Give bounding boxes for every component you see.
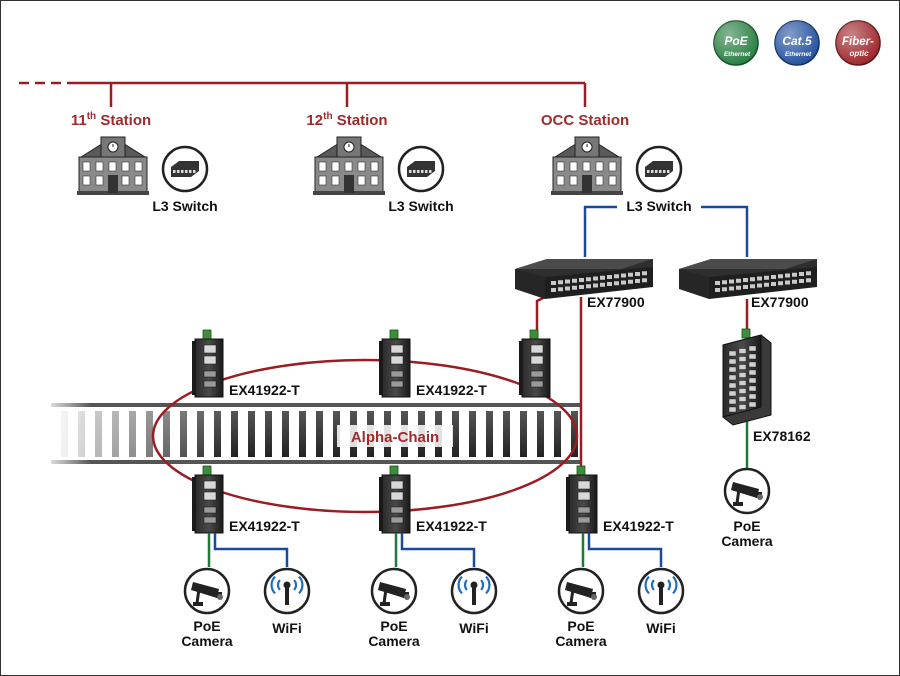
node-label: EX41922-T <box>416 518 487 534</box>
camera-icon <box>731 482 763 506</box>
l3-switch-icon <box>397 145 445 193</box>
camera-label-line1: PoE <box>193 618 220 634</box>
stations-layer: 11th Station L3 Switch 12th Station L3 Swit… <box>71 111 692 214</box>
station-building-icon <box>77 136 149 195</box>
badge-poe-line1: PoE <box>724 34 748 48</box>
station-label: 11th Station <box>71 111 151 129</box>
wifi-label: WiFi <box>459 620 488 636</box>
ring-node-bottom-3: EX41922-T <box>566 465 674 534</box>
ring-node-top-2: EX41922-T <box>379 329 487 398</box>
badge-cat5: Cat.5 Ethernet <box>774 20 820 66</box>
wifi-label: WiFi <box>646 620 675 636</box>
station-occ: OCC Station L3 Switch <box>541 112 692 214</box>
railway-track <box>41 399 581 469</box>
wifi-icon <box>457 575 491 605</box>
badge-fiber-line2: optic <box>849 49 869 58</box>
l3-switch-icon <box>635 145 683 193</box>
l3-switch-label: L3 Switch <box>388 198 453 214</box>
wifi-ap-2: WiFi <box>450 567 498 636</box>
ring-label: Alpha-Chain <box>351 429 439 446</box>
station-building-icon <box>313 136 385 195</box>
camera-label-line1: PoE <box>380 618 407 634</box>
camera-icon <box>191 582 223 606</box>
badge-cat5-line2: Ethernet <box>785 51 812 58</box>
cat5-link <box>587 533 663 567</box>
camera-label-line2: Camera <box>368 633 420 649</box>
ring-nodes-layer: EX41922-T EX41922-T EX41922-T EX41922-T EX41… <box>192 329 674 534</box>
node-label: EX41922-T <box>229 518 300 534</box>
camera-icon <box>565 582 597 606</box>
camera-label-line1: PoE <box>733 518 760 534</box>
wifi-label: WiFi <box>272 620 301 636</box>
alpha-chain-ring: Alpha-Chain <box>151 358 579 514</box>
edge-switch-ex78162: EX78162 <box>722 328 811 444</box>
l3-switch-label: L3 Switch <box>152 198 217 214</box>
badge-fiber-line1: Fiber- <box>842 36 874 48</box>
edge-switch-label: EX78162 <box>753 428 811 444</box>
node-label: EX41922-T <box>603 518 674 534</box>
core-switch-label: EX77900 <box>587 294 645 310</box>
ring-node-bottom-1: EX41922-T <box>192 465 300 534</box>
camera-label-line2: Camera <box>555 633 607 649</box>
cat5-link <box>213 533 289 567</box>
camera-icon <box>378 582 410 606</box>
ring-node-top-3 <box>519 329 551 398</box>
camera-label-line2: Camera <box>181 633 233 649</box>
camera-label-line2: Camera <box>721 533 773 549</box>
ring-node-top-1: EX41922-T <box>192 329 300 398</box>
badge-poe-line2: Ethernet <box>724 51 751 58</box>
core-switch-label: EX77900 <box>751 294 809 310</box>
node-label: EX41922-T <box>416 382 487 398</box>
station-11th: 11th Station L3 Switch <box>71 111 218 214</box>
station-12th: 12th Station L3 Switch <box>306 111 453 214</box>
backbone-line <box>19 81 587 107</box>
badge-poe: PoE Ethernet <box>713 20 759 66</box>
ring-node-bottom-2: EX41922-T <box>379 465 487 534</box>
wifi-ap-3: WiFi <box>637 567 685 636</box>
camera-label-line1: PoE <box>567 618 594 634</box>
wifi-icon <box>270 575 304 605</box>
core-switch-ex77900: EX77900 <box>679 259 817 310</box>
wifi-icon <box>644 575 678 605</box>
core-switch-ex77900: EX77900 <box>515 259 653 310</box>
core-switches-layer: EX77900 EX77900 <box>515 259 817 310</box>
cat5-link <box>400 533 476 567</box>
edge-switch-ports <box>728 345 757 413</box>
station-label: 12th Station <box>306 111 387 129</box>
occ-uplinks <box>583 205 749 257</box>
badge-fiber: Fiber- optic <box>835 20 881 66</box>
station-building-icon <box>551 136 623 195</box>
node-label: EX41922-T <box>229 382 300 398</box>
badge-cat5-line1: Cat.5 <box>782 34 812 48</box>
l3-switch-label: L3 Switch <box>626 198 691 214</box>
l3-switch-icon <box>161 145 209 193</box>
wifi-ap-1: WiFi <box>263 567 311 636</box>
station-label: OCC Station <box>541 112 629 129</box>
